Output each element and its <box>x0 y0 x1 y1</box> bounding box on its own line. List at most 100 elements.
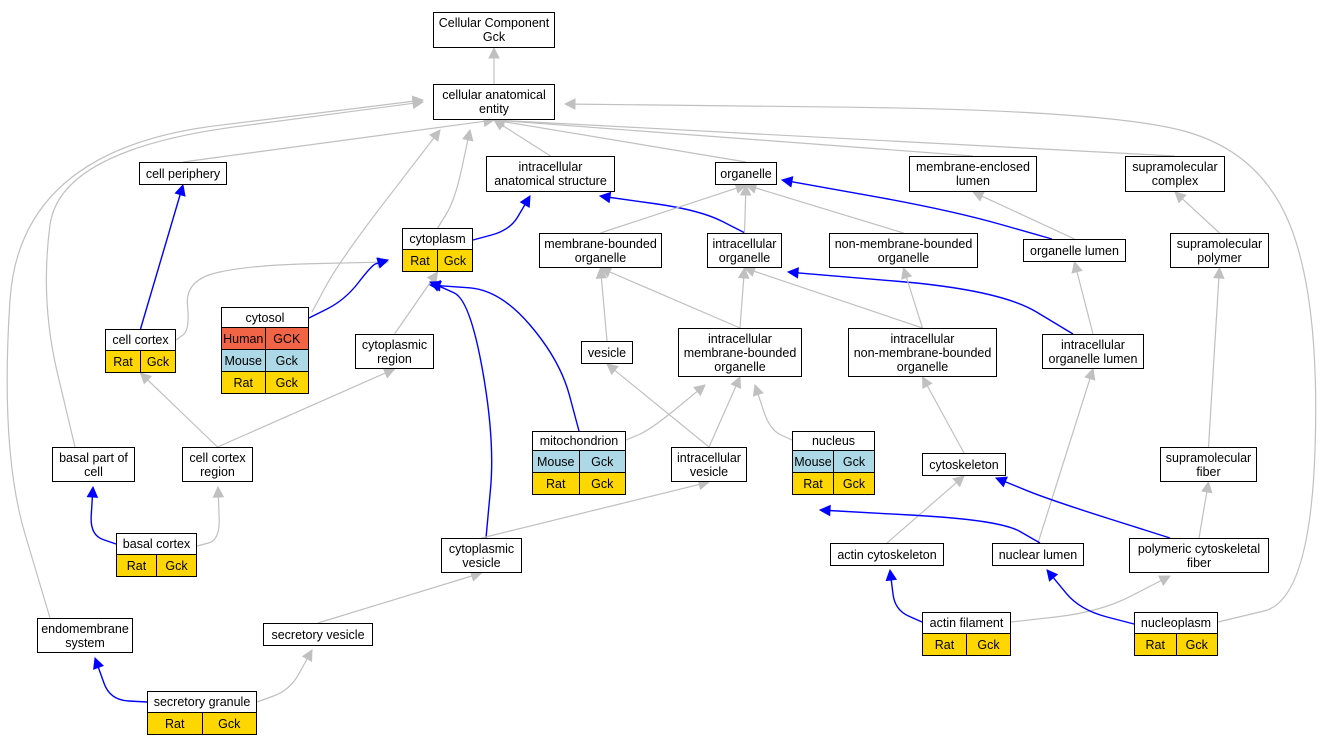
node-label: basal part of cell <box>59 450 128 479</box>
node-io[interactable]: intracellular organelle <box>707 233 782 268</box>
edge-part-of <box>472 203 527 241</box>
node-mbo[interactable]: membrane-bounded organelle <box>539 233 662 268</box>
node-ias[interactable]: intracellular anatomical structure <box>486 156 615 192</box>
species-name: Mouse <box>536 454 575 469</box>
node-cytreg[interactable]: cytoplasmic region <box>355 334 434 369</box>
edge-is-a <box>256 657 309 703</box>
edge-is-a <box>502 119 1176 157</box>
node-cytves[interactable]: cytoplasmic vesicle <box>441 538 522 573</box>
node-vesicle[interactable]: vesicle <box>581 341 633 364</box>
edge-arrowhead <box>730 375 742 389</box>
edge-arrowhead <box>382 367 396 379</box>
node-label: cytoplasmic region <box>361 337 428 366</box>
node-actincsk[interactable]: actin cytoskeleton <box>830 543 944 566</box>
node-label: intracellular organelle <box>712 236 777 265</box>
node-inmbo[interactable]: intracellular non-membrane-bounded organ… <box>848 328 997 377</box>
node-smf[interactable]: supramolecular fiber <box>1160 447 1257 482</box>
node-iv[interactable]: intracellular vesicle <box>671 447 747 482</box>
node-endomem[interactable]: endomembrane system <box>37 618 133 653</box>
gene-symbol: Gck <box>156 555 196 576</box>
node-basal[interactable]: basal part of cell <box>52 447 135 482</box>
node-label: membrane-enclosed lumen <box>916 160 1030 188</box>
species-name: Human <box>223 331 264 346</box>
edge-arrowhead <box>1174 191 1187 204</box>
node-pcf[interactable]: polymeric cytoskeletal fiber <box>1129 538 1269 573</box>
edge-arrowhead <box>426 271 439 284</box>
edge-arrowhead <box>428 129 441 142</box>
node-label: supramolecular polymer <box>1176 236 1263 265</box>
gene-symbol: Gck <box>437 250 472 271</box>
node-cytoskel[interactable]: cytoskeleton <box>922 453 1006 476</box>
edge-arrowhead <box>595 266 608 279</box>
edge-arrowhead <box>1084 367 1096 381</box>
edge-arrowhead <box>488 46 500 59</box>
gene-symbol: Gck <box>264 350 309 371</box>
node-root[interactable]: Cellular Component Gck <box>433 12 555 48</box>
node-organelle[interactable]: organelle <box>715 162 777 185</box>
node-iol[interactable]: intracellular organelle lumen <box>1042 334 1144 369</box>
node-cae[interactable]: cellular anatomical entity <box>433 84 555 120</box>
species-name: Rat <box>233 375 253 390</box>
edge-arrowhead <box>1201 480 1213 494</box>
node-label: basal cortex <box>122 537 191 551</box>
node-label: cytosol <box>245 310 285 325</box>
edge-is-a <box>6 100 415 619</box>
node-smc[interactable]: supramolecular complex <box>1125 156 1225 192</box>
edge-part-of <box>796 272 1074 335</box>
node-cellper[interactable]: cell periphery <box>139 162 227 185</box>
edge-arrowhead <box>1158 575 1171 586</box>
node-secves[interactable]: secretory vesicle <box>263 623 373 646</box>
node-label: cell periphery <box>145 166 221 181</box>
edge-part-of <box>1052 576 1135 625</box>
node-nmbo[interactable]: non-membrane-bounded organelle <box>829 233 978 268</box>
node-smp[interactable]: supramolecular polymer <box>1170 233 1269 268</box>
node-imbo[interactable]: intracellular membrane-bounded organelle <box>678 328 802 377</box>
gene-symbol: Gck <box>140 351 175 372</box>
edge-part-of <box>97 666 148 703</box>
edge-arrowhead <box>301 649 313 662</box>
edge-arrowhead <box>693 384 706 397</box>
edge-is-a <box>317 575 474 624</box>
edge-is-a <box>600 187 738 234</box>
edge-is-a <box>905 276 924 329</box>
edge-part-of <box>90 495 117 545</box>
node-mel[interactable]: membrane-enclosed lumen <box>909 156 1037 192</box>
node-label: cellular anatomical entity <box>442 88 546 116</box>
edge-arrowhead <box>994 476 1008 488</box>
edge-arrowhead <box>139 372 153 385</box>
node-label: nucleus <box>811 434 856 448</box>
node-label: secretory granule <box>153 695 251 709</box>
edge-part-of <box>437 285 493 539</box>
node-nuclumen[interactable]: nuclear lumen <box>992 543 1084 566</box>
gene-symbol: Gck <box>966 634 1010 655</box>
edge-is-a <box>608 271 741 329</box>
node-ccr[interactable]: cell cortex region <box>182 447 253 482</box>
edge-arrowhead <box>376 257 390 269</box>
edge-is-a <box>1207 276 1220 448</box>
edge-arrowhead <box>519 195 531 208</box>
edge-is-a <box>436 138 469 230</box>
species-name: Mouse <box>794 454 832 469</box>
node-label: organelle lumen <box>1030 243 1119 258</box>
edge-is-a <box>502 120 747 163</box>
edge-arrowhead <box>786 267 799 279</box>
node-ol[interactable]: organelle lumen <box>1023 239 1126 262</box>
